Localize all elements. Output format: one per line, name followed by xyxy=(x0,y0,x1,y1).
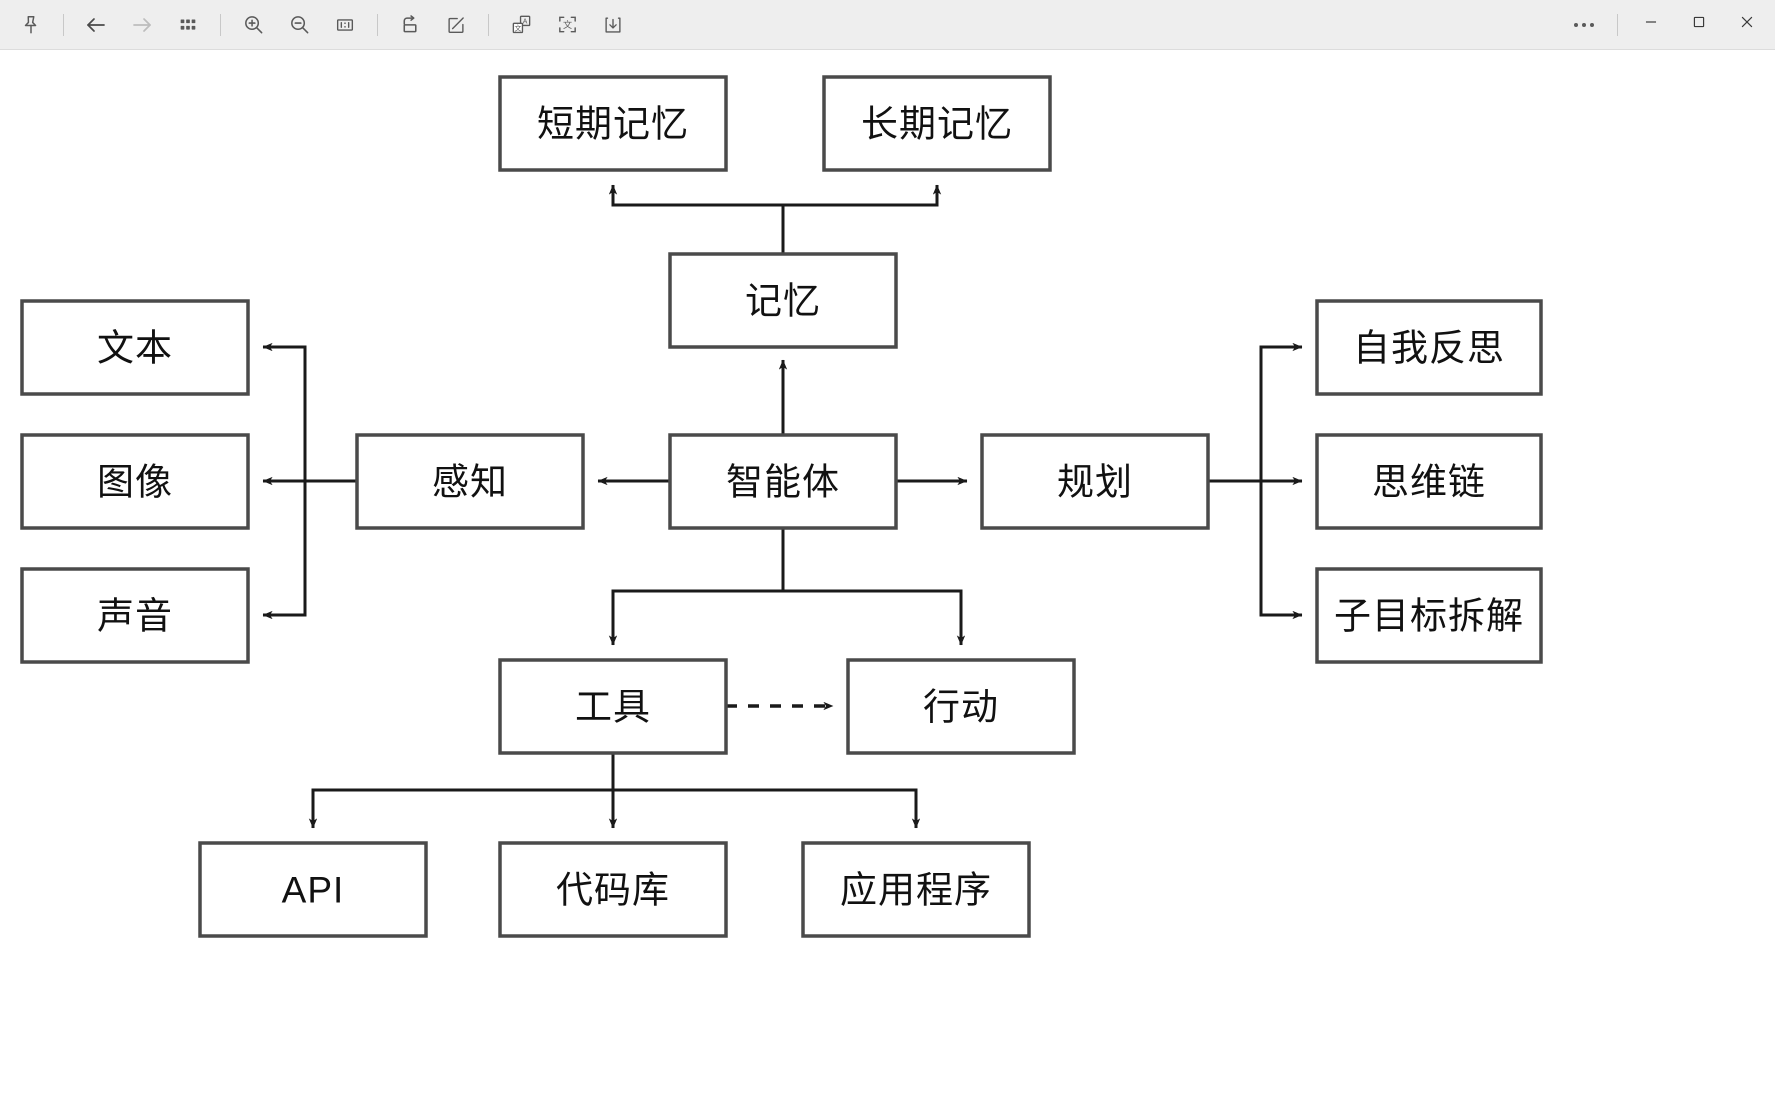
ellipsis-icon xyxy=(1574,22,1594,27)
node-agent[interactable]: 智能体 xyxy=(668,433,898,530)
agent-architecture-diagram: 短期记忆 长期记忆 记忆 文本 图像 声音 感知 智能体 xyxy=(20,75,1543,938)
download-icon xyxy=(602,14,624,36)
edit-icon xyxy=(445,14,467,36)
node-action[interactable]: 行动 xyxy=(846,658,1076,755)
edge-memory-to-long-term xyxy=(783,184,942,207)
edge-agent-to-tools xyxy=(608,528,785,646)
zoom-out-button[interactable] xyxy=(276,5,322,45)
node-text[interactable]: 文本 xyxy=(20,299,250,396)
zoom-out-icon xyxy=(288,13,311,36)
node-application[interactable]: 应用程序 xyxy=(801,841,1031,938)
rotate-icon xyxy=(399,13,422,36)
node-label: 感知 xyxy=(432,462,508,503)
toolbar-separator xyxy=(220,13,221,36)
node-label: 规划 xyxy=(1057,462,1133,503)
node-perception[interactable]: 感知 xyxy=(355,433,585,530)
node-api[interactable]: API xyxy=(198,841,428,938)
node-label: 短期记忆 xyxy=(537,104,689,145)
toolbar-separator xyxy=(488,13,489,36)
window-titlebar: A 文 文 xyxy=(0,0,1775,50)
edge-agent-to-action xyxy=(783,589,966,646)
actual-size-icon xyxy=(334,14,356,36)
node-label: 行动 xyxy=(923,687,999,728)
node-tools[interactable]: 工具 xyxy=(498,658,728,755)
forward-arrow-icon xyxy=(130,13,154,37)
node-short-term-memory[interactable]: 短期记忆 xyxy=(498,75,728,172)
back-button[interactable] xyxy=(73,5,119,45)
minimize-button[interactable] xyxy=(1627,2,1675,48)
toolbar-separator xyxy=(63,13,64,36)
node-chain-of-thought[interactable]: 思维链 xyxy=(1315,433,1543,530)
ocr-extract-button[interactable]: 文 xyxy=(544,5,590,45)
edge-perception-to-sound xyxy=(262,481,307,620)
node-label: 记忆 xyxy=(745,281,821,322)
maximize-button[interactable] xyxy=(1675,2,1723,48)
edge-perception-to-text xyxy=(262,342,307,481)
node-image[interactable]: 图像 xyxy=(20,433,250,530)
edge-planning-to-subgoal-decomposition xyxy=(1259,481,1303,620)
node-sound[interactable]: 声音 xyxy=(20,567,250,664)
node-long-term-memory[interactable]: 长期记忆 xyxy=(822,75,1052,172)
window-controls xyxy=(1560,2,1775,48)
node-label: 智能体 xyxy=(726,462,840,503)
close-button[interactable] xyxy=(1723,2,1771,48)
toolbar-separator xyxy=(1617,13,1618,36)
zoom-in-icon xyxy=(242,13,265,36)
node-label: 应用程序 xyxy=(840,870,992,911)
grid-view-icon xyxy=(177,14,199,36)
toolbar-separator xyxy=(377,13,378,36)
maximize-icon xyxy=(1688,11,1710,38)
pin-icon xyxy=(20,14,42,36)
node-label: 自我反思 xyxy=(1353,328,1505,369)
pin-button[interactable] xyxy=(8,5,54,45)
node-label: 文本 xyxy=(97,328,173,369)
translate-button[interactable]: A 文 xyxy=(498,5,544,45)
edge-memory-to-short-term xyxy=(608,184,785,254)
diagram-edges xyxy=(262,184,1303,829)
actual-size-button[interactable] xyxy=(322,5,368,45)
download-button[interactable] xyxy=(590,5,636,45)
close-icon xyxy=(1736,11,1758,38)
minimize-icon xyxy=(1640,11,1662,38)
node-self-reflection[interactable]: 自我反思 xyxy=(1315,299,1543,396)
node-label: 代码库 xyxy=(556,870,670,911)
svg-text:文: 文 xyxy=(514,24,521,33)
node-label: 子目标拆解 xyxy=(1334,596,1524,637)
node-planning[interactable]: 规划 xyxy=(980,433,1210,530)
node-code-library[interactable]: 代码库 xyxy=(498,841,728,938)
svg-text:A: A xyxy=(522,19,527,26)
node-memory[interactable]: 记忆 xyxy=(668,252,898,349)
rotate-button[interactable] xyxy=(387,5,433,45)
edge-planning-to-self-reflection xyxy=(1259,342,1303,481)
node-label: 声音 xyxy=(97,596,173,637)
toolbar-left: A 文 文 xyxy=(0,5,636,45)
ocr-extract-icon: 文 xyxy=(556,13,579,36)
node-label: API xyxy=(282,870,345,911)
node-label: 思维链 xyxy=(1372,462,1486,503)
edge-tools-to-application xyxy=(613,788,921,829)
translate-icon: A 文 xyxy=(510,13,533,36)
node-subgoal-decomposition[interactable]: 子目标拆解 xyxy=(1315,567,1543,664)
svg-text:文: 文 xyxy=(562,19,571,31)
edge-tools-to-api xyxy=(308,788,613,829)
node-label: 图像 xyxy=(97,462,173,503)
edit-button[interactable] xyxy=(433,5,479,45)
back-arrow-icon xyxy=(84,13,108,37)
more-options-button[interactable] xyxy=(1560,2,1608,48)
node-label: 长期记忆 xyxy=(861,104,1013,145)
forward-button[interactable] xyxy=(119,5,165,45)
grid-view-button[interactable] xyxy=(165,5,211,45)
node-label: 工具 xyxy=(575,687,651,728)
image-canvas[interactable]: 短期记忆 长期记忆 记忆 文本 图像 声音 感知 智能体 xyxy=(0,50,1775,1093)
zoom-in-button[interactable] xyxy=(230,5,276,45)
